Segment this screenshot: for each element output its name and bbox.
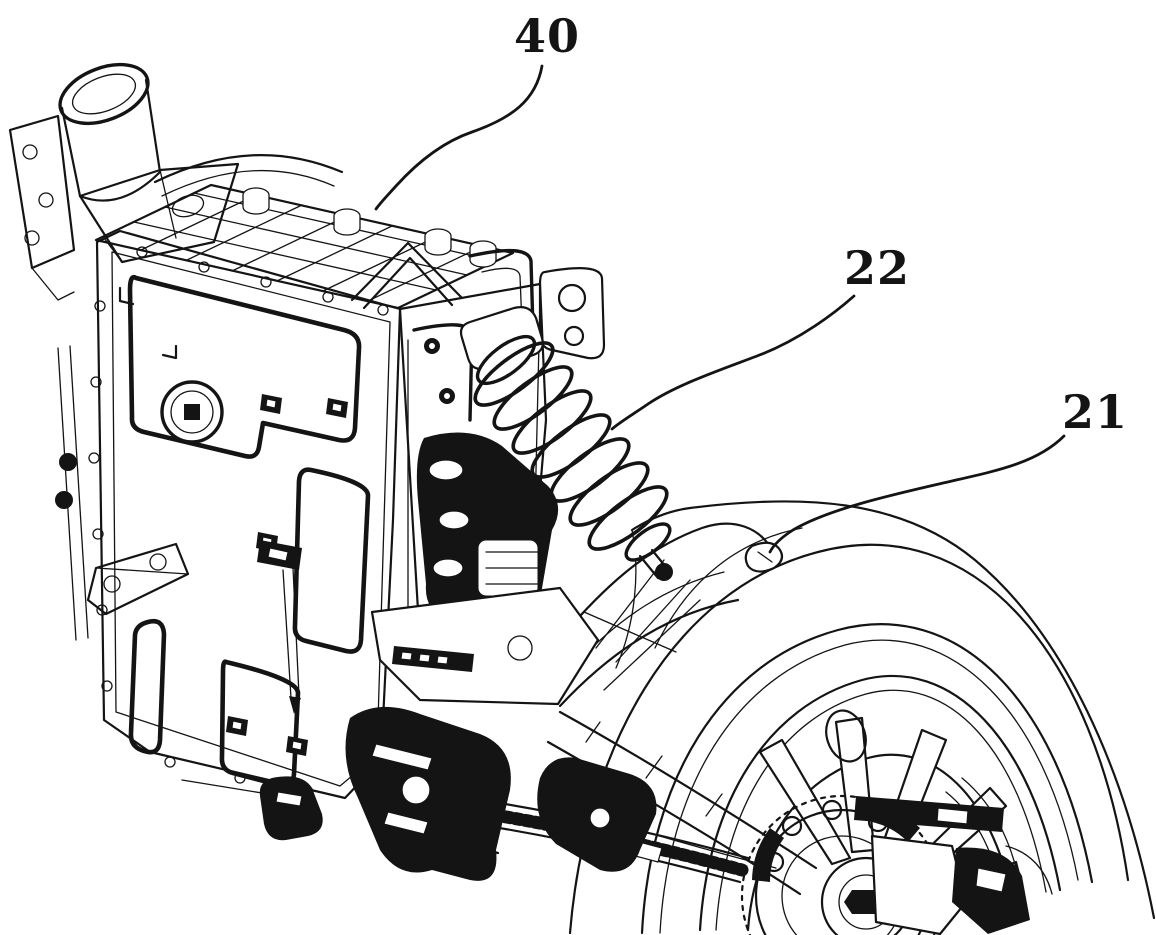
frame-steering-head-drawing	[8, 62, 344, 641]
leader-line-21	[768, 434, 1066, 554]
rear-wheel-drawing	[460, 500, 1156, 935]
ref-label-40: 40	[514, 9, 580, 63]
leader-line-22	[610, 294, 856, 431]
ref-label-21: 21	[1062, 385, 1128, 439]
shock-absorber-drawing	[459, 306, 673, 581]
leader-line-40	[374, 64, 544, 211]
reference-annotations: 40 22 21	[374, 9, 1128, 554]
motor-linkage-cluster-drawing	[181, 432, 657, 881]
ref-label-22: 22	[844, 241, 910, 295]
